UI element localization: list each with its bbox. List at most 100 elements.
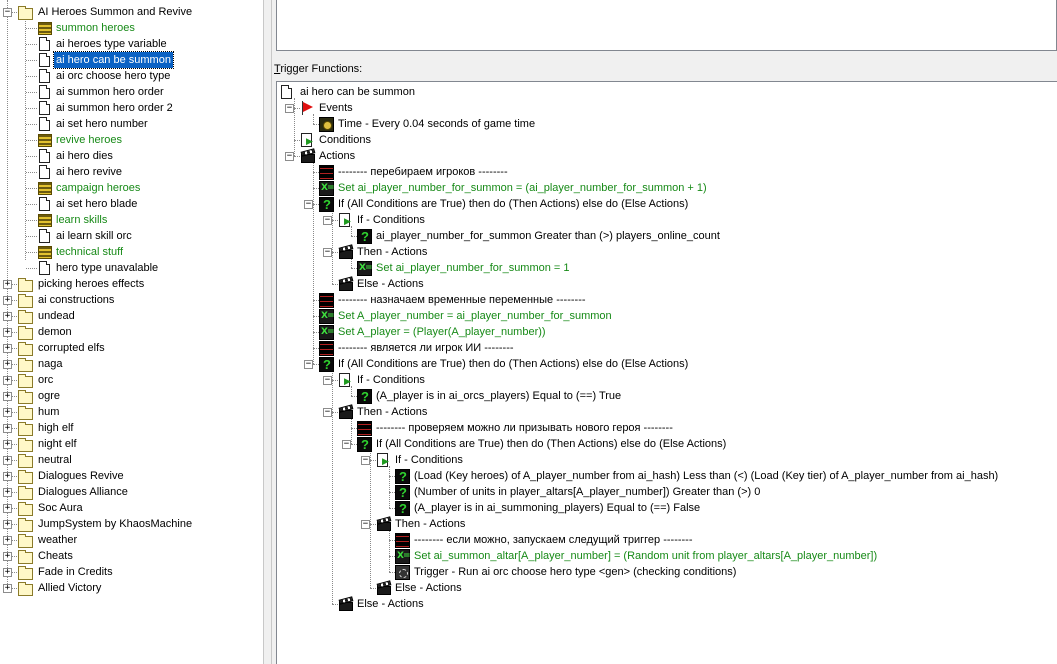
collapse-toggle-icon[interactable]: − <box>323 375 332 385</box>
function-row[interactable]: −Then - Actions <box>277 404 1057 420</box>
tree-item-folder[interactable]: −AI Heroes Summon and Revive <box>0 4 263 20</box>
tree-item-folder[interactable]: +Dialogues Alliance <box>0 484 263 500</box>
function-row[interactable]: Set ai_summon_altar[A_player_number] = (… <box>277 548 1057 564</box>
function-row[interactable]: -------- является ли игрок ИИ -------- <box>277 340 1057 356</box>
tree-item-folder[interactable]: +ai constructions <box>0 292 263 308</box>
tree-item-trigger[interactable]: ai heroes type variable <box>0 36 263 52</box>
collapse-toggle-icon[interactable]: − <box>323 407 332 417</box>
function-row[interactable]: −If (All Conditions are True) then do (T… <box>277 356 1057 372</box>
tree-item-folder[interactable]: +demon <box>0 324 263 340</box>
expand-toggle-icon[interactable]: + <box>3 439 12 449</box>
collapse-toggle-icon[interactable]: − <box>342 439 351 449</box>
function-row[interactable]: ai_player_number_for_summon Greater than… <box>277 228 1057 244</box>
collapse-toggle-icon[interactable]: − <box>3 7 12 17</box>
collapse-toggle-icon[interactable]: − <box>361 519 370 529</box>
tree-item-trigger[interactable]: ai set hero blade <box>0 196 263 212</box>
function-row[interactable]: Set A_player = (Player(A_player_number)) <box>277 324 1057 340</box>
expand-toggle-icon[interactable]: + <box>3 487 12 497</box>
function-row[interactable]: −Then - Actions <box>277 516 1057 532</box>
collapse-toggle-icon[interactable]: − <box>323 215 332 225</box>
function-row[interactable]: −Events <box>277 100 1057 116</box>
function-row[interactable]: -------- проверяем можно ли призывать но… <box>277 420 1057 436</box>
collapse-toggle-icon[interactable]: − <box>361 455 370 465</box>
expand-toggle-icon[interactable]: + <box>3 583 12 593</box>
expand-toggle-icon[interactable]: + <box>3 327 12 337</box>
function-row[interactable]: Trigger - Run ai orc choose hero type <g… <box>277 564 1057 580</box>
tree-item-folder[interactable]: +high elf <box>0 420 263 436</box>
expand-toggle-icon[interactable]: + <box>3 295 12 305</box>
function-row[interactable]: -------- если можно, запускаем следущий … <box>277 532 1057 548</box>
expand-toggle-icon[interactable]: + <box>3 407 12 417</box>
function-row[interactable]: −Actions <box>277 148 1057 164</box>
tree-item-category[interactable]: technical stuff <box>0 244 263 260</box>
expand-toggle-icon[interactable]: + <box>3 279 12 289</box>
function-row[interactable]: ai hero can be summon <box>277 84 1057 100</box>
function-row[interactable]: -------- назначаем временные переменные … <box>277 292 1057 308</box>
expand-toggle-icon[interactable]: + <box>3 391 12 401</box>
splitter[interactable] <box>263 0 272 664</box>
function-row[interactable]: Else - Actions <box>277 276 1057 292</box>
function-row[interactable]: (Number of units in player_altars[A_play… <box>277 484 1057 500</box>
tree-item-folder[interactable]: +undead <box>0 308 263 324</box>
tree-item-folder[interactable]: +ogre <box>0 388 263 404</box>
tree-item-folder[interactable]: +orc <box>0 372 263 388</box>
tree-item-folder[interactable]: +corrupted elfs <box>0 340 263 356</box>
collapse-toggle-icon[interactable]: − <box>285 151 294 161</box>
function-row[interactable]: -------- перебираем игроков -------- <box>277 164 1057 180</box>
expand-toggle-icon[interactable]: + <box>3 503 12 513</box>
function-row[interactable]: −If (All Conditions are True) then do (T… <box>277 196 1057 212</box>
function-row[interactable]: Set A_player_number = ai_player_number_f… <box>277 308 1057 324</box>
function-row[interactable]: −Then - Actions <box>277 244 1057 260</box>
tree-item-folder[interactable]: +Allied Victory <box>0 580 263 596</box>
tree-item-trigger[interactable]: ai summon hero order 2 <box>0 100 263 116</box>
tree-item-trigger[interactable]: ai learn skill orc <box>0 228 263 244</box>
function-row[interactable]: −If (All Conditions are True) then do (T… <box>277 436 1057 452</box>
tree-item-folder[interactable]: +hum <box>0 404 263 420</box>
tree-item-folder[interactable]: +Soc Aura <box>0 500 263 516</box>
expand-toggle-icon[interactable]: + <box>3 359 12 369</box>
function-row[interactable]: −If - Conditions <box>277 372 1057 388</box>
function-row[interactable]: (Load (Key heroes) of A_player_number fr… <box>277 468 1057 484</box>
expand-toggle-icon[interactable]: + <box>3 311 12 321</box>
function-row[interactable]: Else - Actions <box>277 580 1057 596</box>
tree-item-category[interactable]: revive heroes <box>0 132 263 148</box>
tree-item-category[interactable]: learn skills <box>0 212 263 228</box>
tree-item-folder[interactable]: +JumpSystem by KhaosMachine <box>0 516 263 532</box>
expand-toggle-icon[interactable]: + <box>3 471 12 481</box>
function-row[interactable]: −If - Conditions <box>277 212 1057 228</box>
tree-item-folder[interactable]: +night elf <box>0 436 263 452</box>
collapse-toggle-icon[interactable]: − <box>285 103 294 113</box>
function-row[interactable]: Conditions <box>277 132 1057 148</box>
tree-item-trigger[interactable]: ai hero dies <box>0 148 263 164</box>
tree-item-folder[interactable]: +picking heroes effects <box>0 276 263 292</box>
tree-item-trigger[interactable]: ai orc choose hero type <box>0 68 263 84</box>
collapse-toggle-icon[interactable]: − <box>304 199 313 209</box>
function-row[interactable]: Set ai_player_number_for_summon = (ai_pl… <box>277 180 1057 196</box>
tree-item-trigger[interactable]: ai hero can be summon <box>0 51 263 69</box>
expand-toggle-icon[interactable]: + <box>3 535 12 545</box>
function-row[interactable]: −If - Conditions <box>277 452 1057 468</box>
expand-toggle-icon[interactable]: + <box>3 551 12 561</box>
function-row[interactable]: Else - Actions <box>277 596 1057 612</box>
tree-item-trigger[interactable]: hero type unavalable <box>0 260 263 276</box>
function-row[interactable]: (A_player is in ai_orcs_players) Equal t… <box>277 388 1057 404</box>
tree-item-folder[interactable]: +Cheats <box>0 548 263 564</box>
tree-item-folder[interactable]: +neutral <box>0 452 263 468</box>
tree-item-trigger[interactable]: ai hero revive <box>0 164 263 180</box>
tree-item-folder[interactable]: +Fade in Credits <box>0 564 263 580</box>
collapse-toggle-icon[interactable]: − <box>323 247 332 257</box>
tree-item-folder[interactable]: +weather <box>0 532 263 548</box>
expand-toggle-icon[interactable]: + <box>3 343 12 353</box>
tree-item-category[interactable]: summon heroes <box>0 20 263 36</box>
expand-toggle-icon[interactable]: + <box>3 567 12 577</box>
function-row[interactable]: Time - Every 0.04 seconds of game time <box>277 116 1057 132</box>
tree-item-folder[interactable]: +naga <box>0 356 263 372</box>
trigger-comment-box[interactable] <box>276 0 1057 51</box>
expand-toggle-icon[interactable]: + <box>3 375 12 385</box>
collapse-toggle-icon[interactable]: − <box>304 359 313 369</box>
tree-item-trigger[interactable]: ai set hero number <box>0 116 263 132</box>
tree-item-category[interactable]: campaign heroes <box>0 180 263 196</box>
expand-toggle-icon[interactable]: + <box>3 423 12 433</box>
